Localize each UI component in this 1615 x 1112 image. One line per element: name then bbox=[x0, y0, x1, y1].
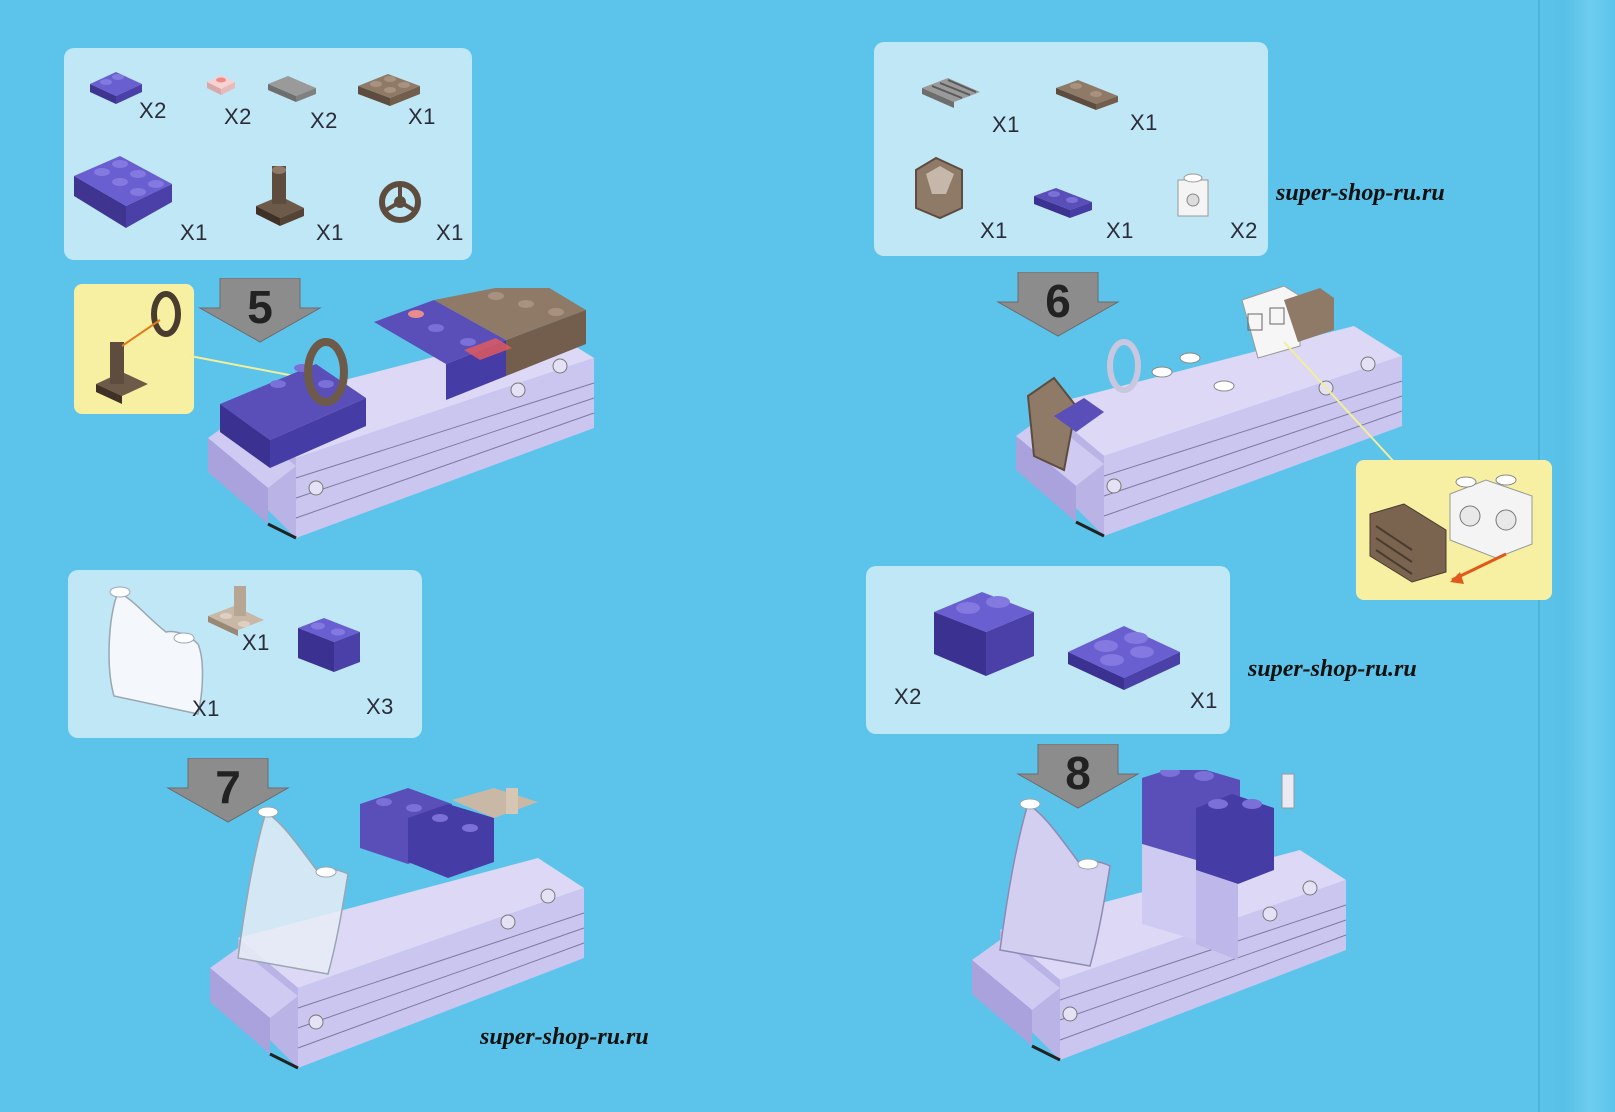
brown-plate-1x2-icon bbox=[1056, 80, 1118, 110]
step6-qty-5: X2 bbox=[1230, 218, 1258, 243]
step5-qty-4: X1 bbox=[408, 104, 436, 129]
step6-qty-2: X1 bbox=[1130, 110, 1158, 135]
clear-windscreen-icon bbox=[108, 586, 204, 715]
step7-qty-1: X1 bbox=[192, 696, 220, 721]
step7-parts-panel: X1 X1 X3 bbox=[68, 570, 422, 738]
purple-corner-plate-icon bbox=[90, 72, 142, 104]
step8-arrow bbox=[1016, 744, 1140, 809]
pink-round-plate-icon bbox=[207, 75, 235, 95]
step5-arrow bbox=[198, 278, 322, 343]
step7-model bbox=[210, 788, 585, 1070]
tan-bracket-plate-icon bbox=[208, 586, 264, 636]
step6-arrow bbox=[996, 272, 1120, 337]
step6-qty-4: X1 bbox=[1106, 218, 1134, 243]
watermark-3: super-shop-ru.ru bbox=[1248, 656, 1417, 682]
step8-model bbox=[972, 770, 1347, 1062]
step7-arrow bbox=[166, 758, 290, 823]
step5-number: 5 bbox=[247, 281, 273, 333]
grille-assembly-icon bbox=[1369, 474, 1533, 584]
step5-qty-3: X2 bbox=[310, 108, 338, 133]
brown-plate-icon bbox=[358, 74, 420, 106]
step6-callout bbox=[1356, 460, 1552, 600]
step7-number: 7 bbox=[215, 761, 241, 813]
brown-steering-wheel-icon bbox=[379, 181, 421, 223]
step7-qty-3: X3 bbox=[366, 694, 394, 719]
step6-pointer-line bbox=[1283, 341, 1397, 465]
steering-assembly-icon bbox=[96, 291, 181, 404]
step5-qty-6: X1 bbox=[316, 220, 344, 245]
brown-windscreen-icon bbox=[915, 156, 963, 220]
step6-number: 6 bbox=[1045, 275, 1071, 327]
step5-parts-panel: X2 X2 X2 X1 X1 X1 X1 bbox=[64, 48, 472, 260]
gray-tile-icon bbox=[268, 76, 316, 102]
purple-brick-1x2-icon bbox=[298, 618, 360, 672]
step6-qty-1: X1 bbox=[992, 112, 1020, 137]
step5-model bbox=[208, 288, 595, 540]
step5-qty-1: X2 bbox=[139, 98, 167, 123]
step5-qty-7: X1 bbox=[436, 220, 464, 245]
white-headlight-brick-icon bbox=[1177, 173, 1209, 217]
purple-mudguard-icon bbox=[74, 156, 172, 228]
step6-model bbox=[1016, 286, 1403, 538]
step8-number: 8 bbox=[1065, 747, 1091, 799]
purple-plate-2x2-icon bbox=[1068, 626, 1180, 690]
step5-callout bbox=[74, 284, 194, 414]
watermark-2: super-shop-ru.ru bbox=[480, 1024, 649, 1050]
step5-qty-2: X2 bbox=[224, 104, 252, 129]
brown-steering-stand-icon bbox=[256, 166, 304, 226]
step5-qty-5: X1 bbox=[180, 220, 208, 245]
step8-parts-panel: X2 X1 bbox=[866, 566, 1230, 734]
watermark-1: super-shop-ru.ru bbox=[1276, 180, 1445, 206]
purple-brick-2x2-icon bbox=[934, 592, 1034, 676]
gray-grille-tile-icon bbox=[922, 78, 980, 108]
step7-qty-2: X1 bbox=[242, 630, 270, 655]
step6-parts-panel: X1 X1 X1 X1 X2 bbox=[874, 42, 1268, 256]
step8-qty-1: X2 bbox=[894, 684, 922, 709]
step6-qty-3: X1 bbox=[980, 218, 1008, 243]
step8-qty-2: X1 bbox=[1190, 688, 1218, 713]
purple-plate-1x2-icon bbox=[1034, 188, 1092, 218]
